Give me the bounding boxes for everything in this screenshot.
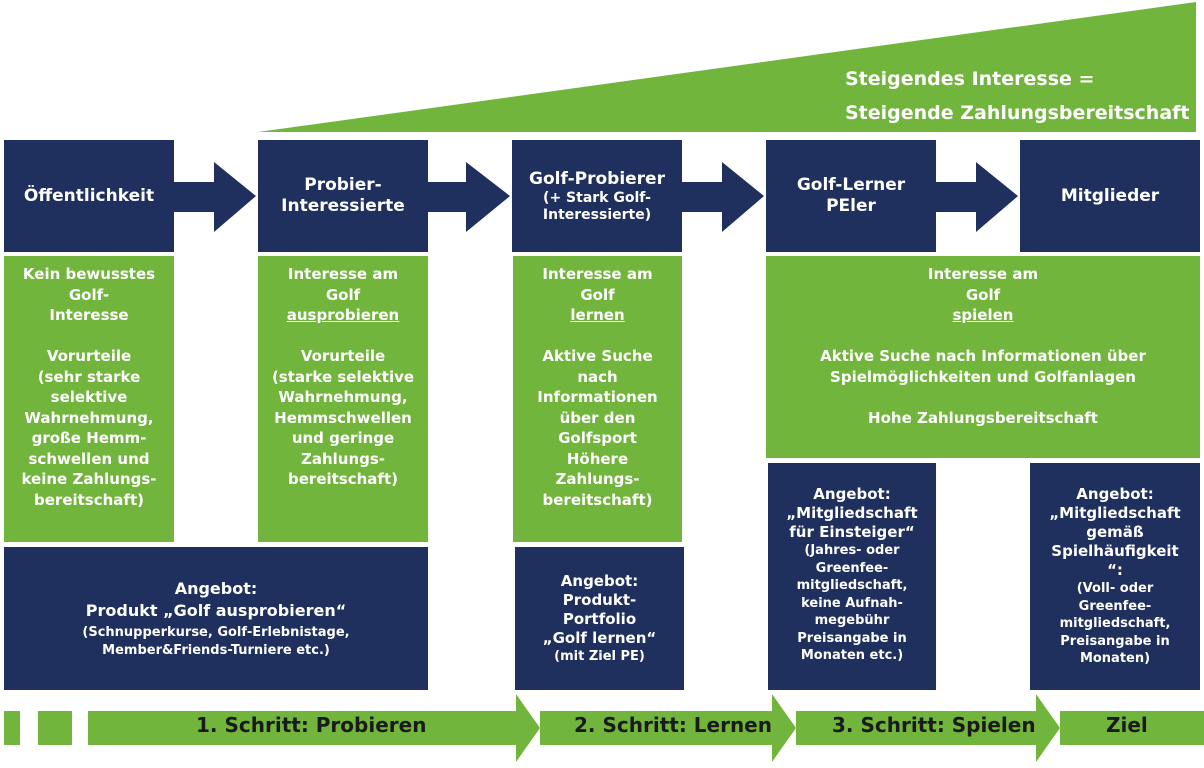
rising-interest-wedge <box>258 2 1196 132</box>
interest-box-3: Interesse am Golf lernen Aktive Suche na… <box>513 256 682 542</box>
interest-details: Vorurteile (sehr starke selektive Wahrne… <box>21 347 157 509</box>
stage-title: Golf-Lerner PEler <box>796 175 906 216</box>
step-label-spielen: 3. Schritt: Spielen <box>832 713 1036 737</box>
offer-title: Angebot: Produkt „Golf ausprobieren“ <box>85 579 347 620</box>
headline-line-2: Steigende Zahlungsbereitschaft <box>845 102 1190 124</box>
interest-details: Vorurteile (starke selektive Wahrnehmung… <box>271 347 415 488</box>
step-band-square-1 <box>4 711 20 745</box>
headline-line-1: Steigendes Interesse = <box>845 68 1095 90</box>
step-band-arrow-1 <box>88 694 540 762</box>
interest-details: Aktive Suche nach Informationen über den… <box>537 347 658 509</box>
headline: Steigendes Interesse = Steigende Zahlung… <box>826 62 1196 130</box>
offer-box-einsteiger: Angebot: „Mitgliedschaft für Einsteiger“… <box>768 463 936 690</box>
offer-detail: (mit Ziel PE) <box>554 648 645 664</box>
offer-title: Angebot: „Mitgliedschaft für Einsteiger“ <box>786 485 918 541</box>
offer-detail: (Jahres- oder Greenfee- mitgliedschaft, … <box>796 543 908 663</box>
stage-box-probier-interessierte: Probier- Interessierte <box>258 140 428 252</box>
stage-title: Probier- Interessierte <box>281 175 405 216</box>
flow-arrow-3 <box>682 162 764 232</box>
interest-box-4: Interesse am Golf spielen Aktive Suche n… <box>766 256 1200 458</box>
offer-detail: (Voll- oder Greenfee- mitgliedschaft, Pr… <box>1059 581 1171 666</box>
interest-keyword: lernen <box>570 306 625 324</box>
stage-box-mitglieder: Mitglieder <box>1020 140 1200 252</box>
offer-title: Angebot: Produkt- Portfolio „Golf lernen… <box>542 571 657 647</box>
offer-title: Angebot: „Mitgliedschaft gemäß Spielhäuf… <box>1049 485 1181 579</box>
stage-box-golf-probierer: Golf-Probierer (+ Stark Golf- Interessie… <box>512 140 682 252</box>
interest-details: Aktive Suche nach Informationen über Spi… <box>820 347 1146 427</box>
stage-title: Golf-Probierer <box>529 168 665 189</box>
step-band-arrow-3 <box>796 694 1060 762</box>
step-label-lernen: 2. Schritt: Lernen <box>574 713 772 737</box>
offer-box-lernen: Angebot: Produkt- Portfolio „Golf lernen… <box>515 547 684 690</box>
stage-box-golf-lerner: Golf-Lerner PEler <box>766 140 936 252</box>
step-band-arrow-2 <box>540 694 796 762</box>
step-band-square-2 <box>38 711 72 745</box>
flow-arrow-4 <box>936 162 1018 232</box>
step-label-probieren: 1. Schritt: Probieren <box>196 713 427 737</box>
offer-detail: (Schnupperkurse, Golf-Erlebnistage, Memb… <box>82 625 350 658</box>
stage-box-oeffentlichkeit: Öffentlichkeit <box>4 140 174 252</box>
flow-arrow-2 <box>428 162 510 232</box>
flow-arrow-1 <box>174 162 256 232</box>
stage-title: Öffentlichkeit <box>23 185 155 206</box>
interest-text: Interesse am Golf <box>927 265 1039 304</box>
interest-text: Kein bewusstes Golf- Interesse <box>22 265 156 324</box>
step-label-ziel: Ziel <box>1106 713 1148 737</box>
interest-keyword: spielen <box>952 306 1014 324</box>
step-band-goal <box>1060 711 1204 745</box>
stage-subtitle: (+ Stark Golf- Interessierte) <box>542 189 652 223</box>
interest-text: Interesse am Golf <box>287 265 399 304</box>
interest-text: Interesse am Golf <box>542 265 653 304</box>
stage-title: Mitglieder <box>1060 185 1160 206</box>
offer-box-spielhaeufigkeit: Angebot: „Mitgliedschaft gemäß Spielhäuf… <box>1030 463 1200 690</box>
interest-keyword: ausprobieren <box>286 306 400 324</box>
offer-box-probieren: Angebot: Produkt „Golf ausprobieren“ (Sc… <box>4 547 428 690</box>
interest-box-1: Kein bewusstes Golf- Interesse Vorurteil… <box>4 256 174 542</box>
interest-box-2: Interesse am Golf ausprobieren Vorurteil… <box>258 256 428 542</box>
